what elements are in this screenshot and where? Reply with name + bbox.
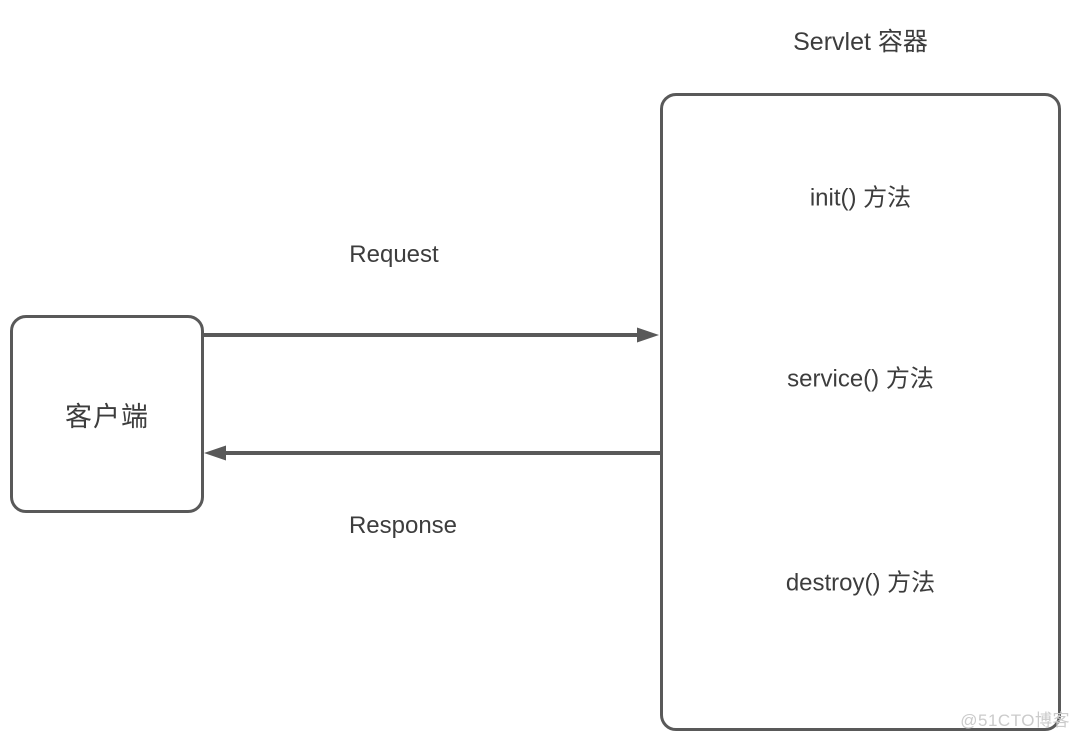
init-method-label: init() 方法 (809, 184, 912, 212)
client-box: 客户端 (10, 315, 204, 513)
request-label: Request (349, 241, 439, 268)
request-arrow (203, 327, 659, 343)
destroy-method-label: destroy() 方法 (785, 569, 936, 597)
service-method-label: service() 方法 (787, 365, 934, 393)
servlet-container-box: init() 方法 service() 方法 destroy() 方法 (660, 93, 1061, 731)
response-arrow (204, 445, 660, 461)
servlet-container-title: Servlet 容器 (793, 28, 928, 56)
client-label: 客户端 (65, 401, 149, 432)
response-label: Response (348, 512, 458, 539)
watermark: @51CTO博客 (960, 711, 1070, 730)
